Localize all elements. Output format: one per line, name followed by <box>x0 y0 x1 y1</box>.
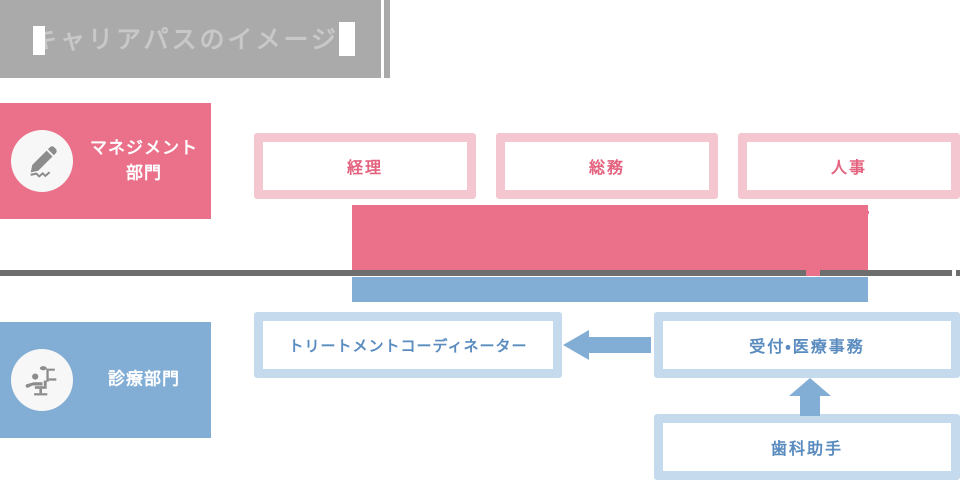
arrow-left-icon <box>563 330 651 360</box>
page-title: キャリアパスのイメージ <box>32 25 340 54</box>
department-label-clinical: 診療部門 <box>108 369 180 390</box>
role-label-soumu: 総務 <box>588 158 625 177</box>
role-label-treatment-coordinator: トリートメントコーディネーター <box>288 336 528 355</box>
role-label-jinji: 人事 <box>830 158 867 177</box>
section-divider <box>0 270 960 276</box>
department-label-management: マネジメント 部門 <box>90 138 198 183</box>
title-occlusion-patch-left <box>33 26 45 55</box>
role-box-soumu[interactable]: 総務 <box>496 133 718 199</box>
section-divider-notch <box>806 270 820 276</box>
band-edge-dot <box>866 211 869 214</box>
arrow-up-icon <box>789 378 831 416</box>
role-box-dental-assistant[interactable]: 歯科助手 <box>654 414 960 480</box>
pencil-icon <box>11 130 73 192</box>
role-label-keiri: 経理 <box>346 158 383 177</box>
section-divider-gap <box>952 270 956 276</box>
role-box-jinji[interactable]: 人事 <box>738 133 960 199</box>
clinical-connector-band <box>352 277 868 302</box>
role-box-keiri[interactable]: 経理 <box>254 133 476 199</box>
role-box-treatment-coordinator[interactable]: トリートメントコーディネーター <box>254 312 562 378</box>
title-bar-accent <box>381 0 390 78</box>
title-bar <box>0 0 390 78</box>
title-occlusion-patch-right <box>339 22 355 56</box>
role-label-dental-assistant: 歯科助手 <box>770 439 843 458</box>
dental-chair-icon <box>11 349 73 411</box>
role-box-reception-medical-office[interactable]: 受付・医療事務 <box>654 312 960 378</box>
department-card-clinical: 診療部門 <box>0 322 211 438</box>
role-label-reception-medical-office: 受付・医療事務 <box>749 337 865 356</box>
department-card-management: マネジメント 部門 <box>0 103 211 219</box>
management-connector-band <box>352 205 868 272</box>
